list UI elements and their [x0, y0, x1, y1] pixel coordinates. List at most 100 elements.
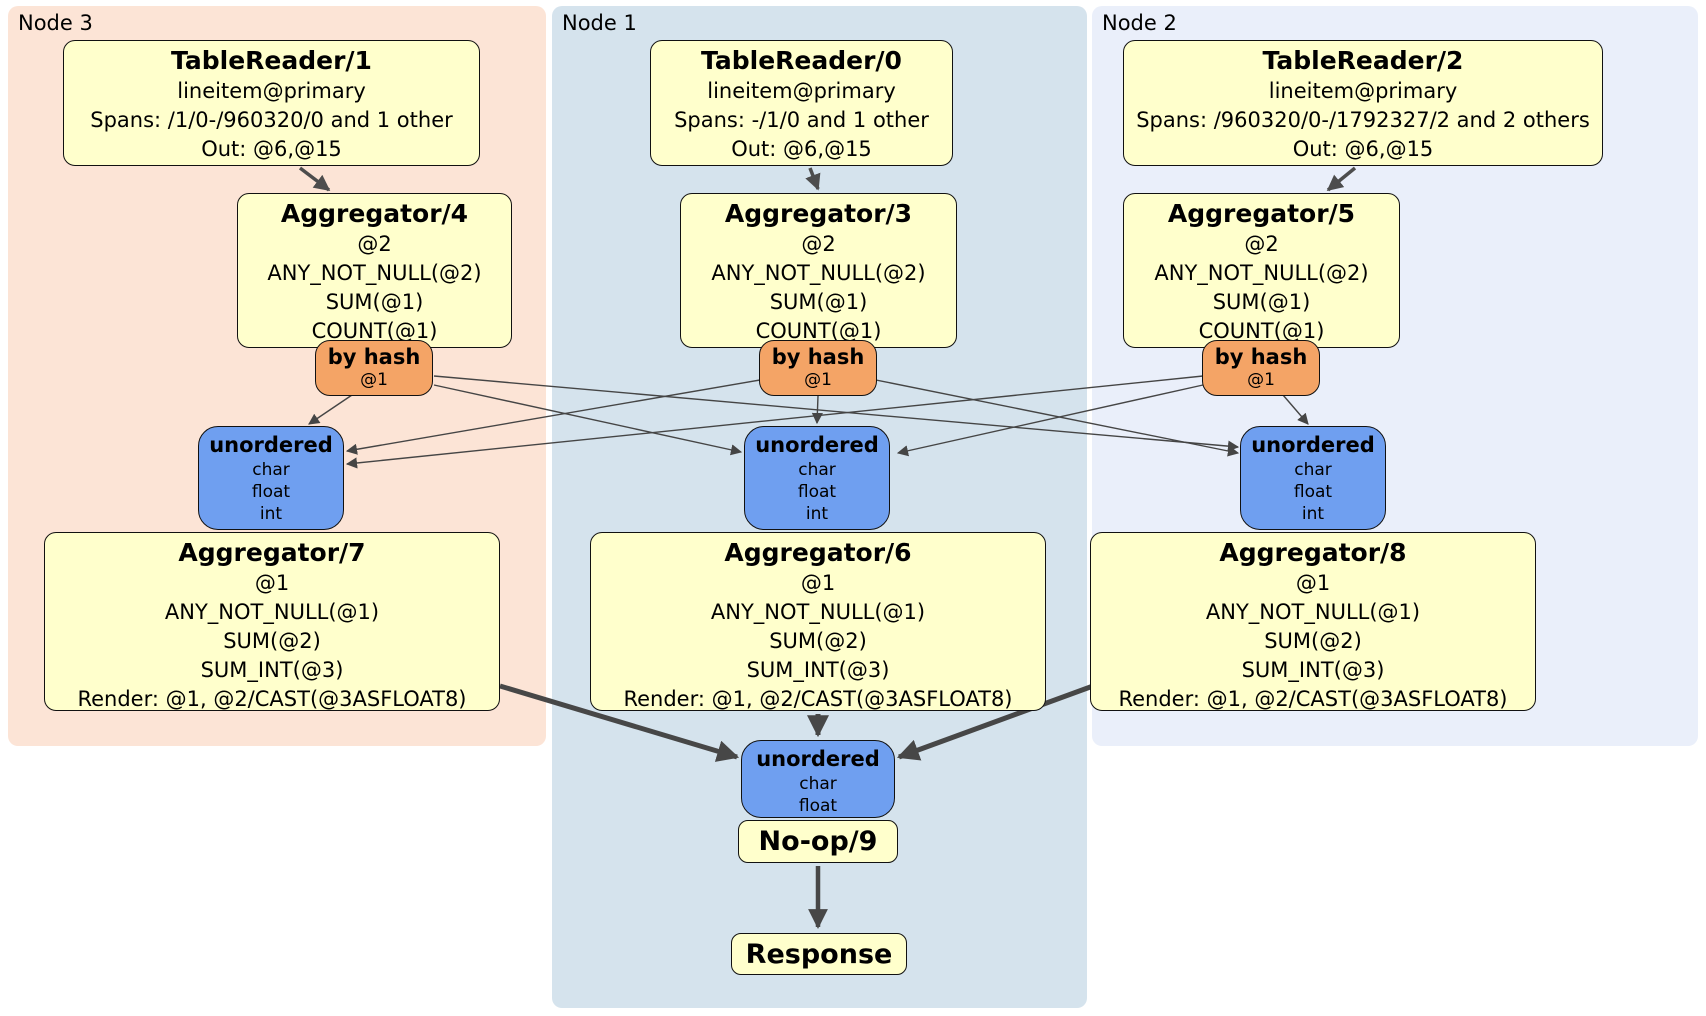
processor-line: SUM(@2) [1264, 629, 1362, 653]
processor-line: Render: @1, @2/CAST(@3ASFLOAT8) [623, 687, 1013, 711]
sync-type: float [797, 482, 837, 502]
processor-line: SUM(@1) [1212, 290, 1311, 314]
sync-type: float [251, 482, 291, 502]
processor-line: SUM(@1) [769, 290, 868, 314]
processor-tablereader-2: TableReader/2 lineitem@primary Spans: /9… [1123, 40, 1603, 166]
sync-type: char [798, 460, 836, 480]
processor-line: @1 [1295, 571, 1331, 595]
router-label: by hash [327, 345, 421, 369]
processor-line: Out: @6,@15 [731, 137, 872, 161]
processor-noop-9: No-op/9 [738, 820, 898, 863]
edge-byhash-node1-to-sync-node1 [811, 395, 823, 425]
processor-title: No-op/9 [758, 826, 878, 857]
edge-aggregator7-to-final-sync [499, 683, 740, 762]
processor-line: @2 [801, 232, 836, 256]
processor-line: SUM_INT(@3) [1241, 658, 1385, 682]
processor-tablereader-1: TableReader/1 lineitem@primary Spans: /1… [63, 40, 480, 166]
sync-type: char [799, 774, 837, 794]
router-key: @1 [804, 370, 832, 390]
router-key: @1 [360, 370, 388, 390]
processor-aggregator-4: Aggregator/4 @2 ANY_NOT_NULL(@2) SUM(@1)… [237, 193, 512, 348]
processor-aggregator-3: Aggregator/3 @2 ANY_NOT_NULL(@2) SUM(@1)… [680, 193, 957, 348]
processor-line: SUM(@2) [769, 629, 867, 653]
router-by-hash-node3: by hash @1 [315, 340, 433, 396]
sync-unordered-node2: unordered char float int [1240, 426, 1386, 530]
sync-type: int [805, 504, 829, 524]
edge-byhash-node2-to-sync-node1 [896, 384, 1204, 457]
processor-line: Spans: /1/0-/960320/0 and 1 other [90, 108, 453, 132]
edge-tablereader2-to-aggregator5 [1326, 166, 1357, 192]
processor-line: SUM(@2) [223, 629, 321, 653]
processor-title: TableReader/2 [1262, 46, 1464, 75]
processor-line: COUNT(@1) [755, 319, 882, 343]
sync-unordered-node3: unordered char float int [198, 426, 344, 530]
processor-title: Aggregator/4 [280, 199, 469, 228]
processor-line: Spans: -/1/0 and 1 other [674, 108, 929, 132]
processor-line: lineitem@primary [707, 79, 896, 103]
node-region-2-label: Node 2 [1102, 11, 1177, 35]
sync-type: char [1294, 460, 1332, 480]
processor-line: Out: @6,@15 [201, 137, 342, 161]
sync-label: unordered [209, 433, 333, 457]
sync-label: unordered [1251, 433, 1375, 457]
router-label: by hash [1214, 345, 1308, 369]
sync-label: unordered [755, 433, 879, 457]
processor-line: COUNT(@1) [311, 319, 438, 343]
processor-line: SUM_INT(@3) [746, 658, 890, 682]
processor-title: Aggregator/6 [724, 538, 912, 567]
processor-line: ANY_NOT_NULL(@1) [164, 600, 380, 624]
processor-line: Spans: /960320/0-/1792327/2 and 2 others [1136, 108, 1590, 132]
node-region-3-label: Node 3 [18, 11, 93, 35]
sync-unordered-node1: unordered char float int [744, 426, 890, 530]
processor-line: lineitem@primary [1268, 79, 1458, 103]
processor-line: ANY_NOT_NULL(@1) [710, 600, 926, 624]
node-region-1-label: Node 1 [562, 11, 637, 35]
sync-type: float [798, 796, 838, 816]
edge-byhash-node2-to-sync-node2 [1282, 394, 1309, 425]
processor-aggregator-8: Aggregator/8 @1 ANY_NOT_NULL(@1) SUM(@2)… [1090, 532, 1536, 711]
edge-byhash-node1-to-sync-node2 [875, 379, 1240, 457]
processor-line: SUM_INT(@3) [200, 658, 344, 682]
processor-tablereader-0: TableReader/0 lineitem@primary Spans: -/… [650, 40, 953, 166]
processor-title: Aggregator/7 [178, 538, 366, 567]
sync-type: int [1301, 504, 1325, 524]
processor-title: Aggregator/8 [1219, 538, 1407, 567]
processor-line: @1 [254, 571, 290, 595]
processor-aggregator-6: Aggregator/6 @1 ANY_NOT_NULL(@1) SUM(@2)… [590, 532, 1046, 711]
sync-type: char [252, 460, 290, 480]
edge-byhash-node2-to-sync-node3 [345, 375, 1204, 469]
processor-line: Render: @1, @2/CAST(@3ASFLOAT8) [77, 687, 467, 711]
processor-line: @2 [357, 232, 392, 256]
processor-title: Aggregator/5 [1167, 199, 1356, 228]
processor-title: TableReader/0 [701, 46, 902, 75]
sync-type: int [259, 504, 283, 524]
edge-aggregator8-to-final-sync [896, 683, 1094, 761]
response-box: Response [731, 933, 907, 975]
processor-line: Out: @6,@15 [1292, 137, 1434, 161]
processor-line: COUNT(@1) [1198, 319, 1325, 343]
sync-label: unordered [756, 747, 880, 771]
processor-line: ANY_NOT_NULL(@1) [1205, 600, 1421, 624]
edge-byhash-node1-to-sync-node3 [345, 379, 761, 455]
processor-title: TableReader/1 [171, 46, 372, 75]
processor-line: ANY_NOT_NULL(@2) [1154, 261, 1369, 285]
processor-line: @2 [1244, 232, 1279, 256]
edge-byhash-node3-to-sync-node1 [433, 384, 743, 456]
processor-line: Render: @1, @2/CAST(@3ASFLOAT8) [1118, 687, 1508, 711]
processor-line: ANY_NOT_NULL(@2) [711, 261, 926, 285]
edge-byhash-node3-to-sync-node2 [433, 375, 1240, 452]
processor-line: lineitem@primary [177, 79, 366, 103]
processor-title: Response [745, 938, 893, 970]
router-label: by hash [771, 345, 865, 369]
router-by-hash-node1: by hash @1 [759, 340, 877, 396]
sync-unordered-final: unordered char float [741, 740, 895, 818]
processor-aggregator-7: Aggregator/7 @1 ANY_NOT_NULL(@1) SUM(@2)… [44, 532, 500, 711]
edge-byhash-node3-to-sync-node3 [308, 394, 353, 425]
edge-tablereader0-to-aggregator3 [805, 167, 821, 191]
processor-line: SUM(@1) [325, 290, 424, 314]
router-by-hash-node2: by hash @1 [1202, 340, 1320, 396]
processor-line: @1 [800, 571, 836, 595]
processor-title: Aggregator/3 [724, 199, 913, 228]
